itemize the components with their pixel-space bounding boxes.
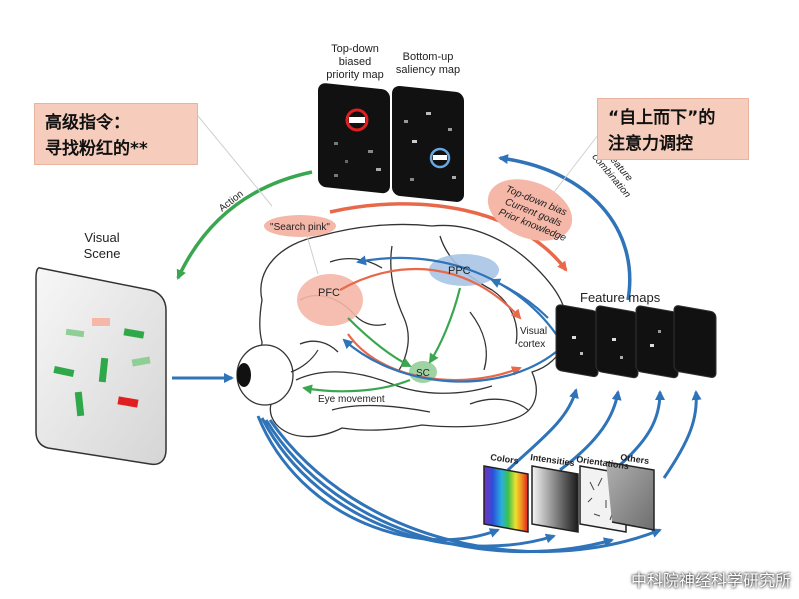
callout-connector — [305, 231, 319, 275]
eye-movement-arrow — [302, 378, 411, 395]
feature-combination-arrow — [498, 154, 632, 301]
channel-to-map-arrow — [506, 388, 579, 472]
feature-map — [635, 305, 679, 379]
feature-maps-title: Feature maps — [580, 290, 661, 305]
callout-line: 注意力调控 — [608, 134, 693, 154]
eyeball — [236, 344, 319, 406]
callout-line: 高级指令： — [45, 113, 130, 133]
callout-connector — [197, 115, 273, 207]
brain-fold — [331, 404, 431, 413]
brain-fold — [469, 311, 487, 371]
brain-fold — [295, 371, 493, 394]
wechat-icon — [605, 570, 626, 587]
watermark-text: 中科院神经科学研究所 — [630, 571, 791, 590]
scene-item-green — [53, 365, 75, 377]
eye-to-channels-arrow — [268, 419, 662, 553]
scene-item-green — [131, 356, 151, 367]
bottomup-saliency-map — [392, 85, 464, 202]
others-label: Others — [620, 452, 650, 466]
scene-item-green — [98, 357, 109, 383]
cortex-to-ppc-blue — [490, 278, 549, 319]
feature-map — [555, 304, 599, 378]
others-channel — [605, 461, 655, 531]
priority-target-marker — [345, 108, 369, 132]
scene-item-pink — [92, 318, 110, 326]
pfc-to-sc-green — [347, 317, 412, 367]
scene-item-green — [123, 328, 145, 339]
topdown-priority-map — [318, 83, 390, 194]
eye-to-channels-arrow — [256, 415, 500, 542]
intensities-label: Intensities — [530, 452, 575, 468]
ppc-label: PPC — [448, 265, 471, 277]
svg-text:"Search pink": "Search pink" — [270, 222, 330, 233]
scene-item-green — [65, 328, 85, 338]
brain-fold — [299, 340, 339, 353]
scene-item-red — [117, 396, 139, 408]
topdown-attention-callout: “自上而下”的 注意力调控 — [597, 98, 749, 160]
inner-blue-arrow-2 — [342, 338, 557, 383]
feature-channels — [483, 461, 655, 533]
callout-line: “自上而下”的 — [608, 108, 716, 128]
scene-item-green — [74, 391, 85, 417]
watermark: 中科院神经科学研究所 — [605, 567, 791, 591]
action-arrow — [176, 170, 313, 280]
sc-label: SC — [416, 368, 430, 379]
feature-map — [595, 305, 639, 379]
feature-maps — [555, 304, 717, 379]
channel-to-map-arrow — [662, 390, 702, 479]
colors-label: Colors — [490, 452, 520, 466]
callout-line: 寻找粉红的** — [45, 139, 148, 159]
channel-to-map-arrow — [611, 390, 665, 474]
eye-to-channels-arrow — [260, 417, 556, 548]
pfc-label: PFC — [318, 287, 340, 299]
visual-scene-panel — [35, 267, 167, 466]
high-level-instruction-callout: 高级指令： 寻找粉红的** — [34, 103, 198, 165]
saliency-marker — [429, 147, 451, 169]
brain-fold — [390, 245, 409, 373]
colors-channel — [483, 465, 529, 533]
feature-map — [673, 305, 717, 378]
search-pink-label: "Search pink" — [264, 215, 336, 237]
inner-red-arrow — [339, 267, 522, 320]
intensities-channel — [531, 465, 579, 533]
inner-blue-arrow — [356, 255, 561, 341]
ppc-to-sc-green — [428, 287, 462, 364]
eye-movement-label: Eye movement — [318, 394, 385, 405]
callout-connector — [547, 134, 599, 201]
cerebellum — [469, 398, 529, 411]
optic-nerve — [290, 349, 319, 373]
pfc-region — [297, 274, 363, 326]
topdown-red-arrow — [329, 202, 568, 272]
eye-to-channels-arrow — [264, 419, 614, 554]
eye-iris — [237, 363, 251, 387]
channel-to-map-arrow — [559, 390, 622, 472]
brain-fold — [329, 257, 383, 269]
